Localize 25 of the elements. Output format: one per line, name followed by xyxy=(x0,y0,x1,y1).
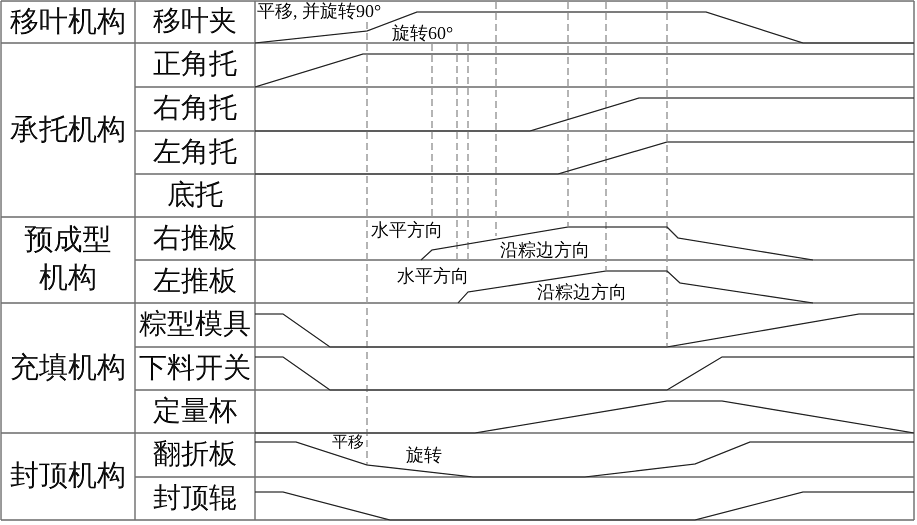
motion-label: 平移 xyxy=(332,435,364,451)
part-label: 右推板 xyxy=(153,224,237,252)
part-label: 右角托 xyxy=(153,95,237,123)
mechanism-label: 充填机构 xyxy=(10,354,126,382)
motion-label: 水平方向 xyxy=(371,221,443,239)
part-label: 底托 xyxy=(167,182,223,210)
motion-label: 旋转60° xyxy=(392,24,454,42)
motion-label: 沿粽边方向 xyxy=(500,241,590,259)
part-label: 封顶辊 xyxy=(153,484,237,512)
motion-label: 水平方向 xyxy=(397,267,469,285)
part-label: 定量杯 xyxy=(153,398,237,426)
part-label: 左推板 xyxy=(153,268,237,296)
mechanism-label: 预成型机构 xyxy=(24,223,112,296)
part-label: 下料开关 xyxy=(139,354,251,382)
part-label: 移叶夹 xyxy=(153,8,237,36)
part-label: 正角托 xyxy=(153,51,237,79)
mechanism-label: 承托机构 xyxy=(10,116,126,144)
motion-label: 旋转 xyxy=(406,446,442,464)
part-label: 左角托 xyxy=(153,138,237,166)
motion-label: 平移, 并旋转90° xyxy=(257,2,382,20)
mechanism-label: 移叶机构 xyxy=(10,8,126,36)
motion-label: 沿粽边方向 xyxy=(537,283,627,301)
part-label: 翻折板 xyxy=(153,441,237,469)
mechanism-label: 封顶机构 xyxy=(10,462,126,491)
part-label: 粽型模具 xyxy=(139,311,251,339)
